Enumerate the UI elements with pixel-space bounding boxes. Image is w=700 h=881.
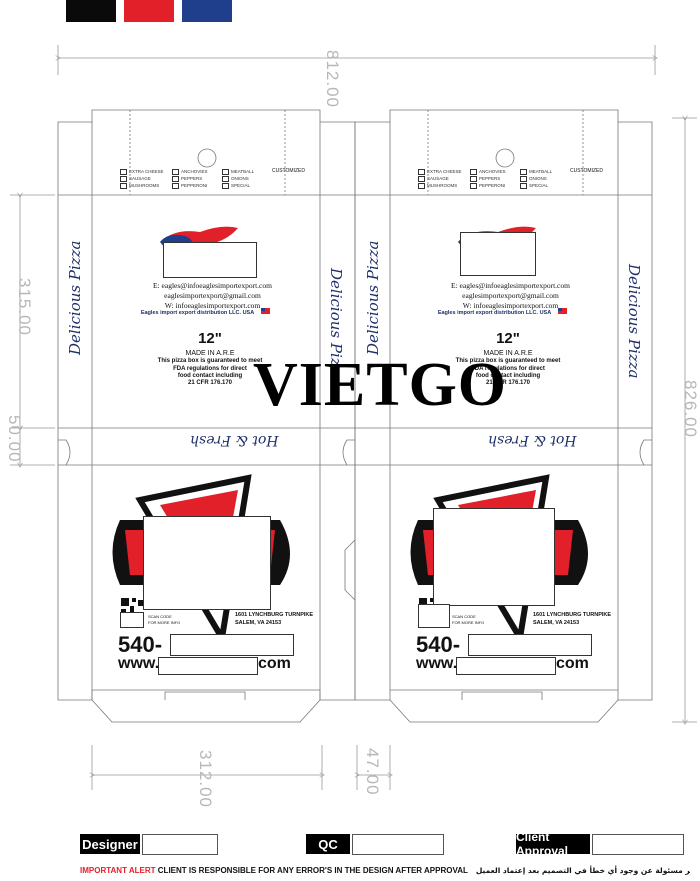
logo-redaction-right: [460, 232, 536, 276]
watermark-text: VIETGO: [252, 351, 508, 419]
company-left: Eagles import export distribution LLC. U…: [140, 310, 255, 316]
client-approval-label: Client Approval: [516, 830, 590, 858]
brand-script-center-right: Delicious Pizza: [364, 240, 382, 356]
tagline-script-right: Hot & Fresh: [488, 432, 577, 448]
www-prefix-right: www.: [416, 655, 458, 672]
phone-redaction-left: [170, 634, 294, 656]
address2-left: SALEM, VA 24153: [235, 620, 282, 626]
qc-label: QC: [306, 834, 350, 854]
dimension-bottom-small: 47.00: [363, 748, 382, 796]
customized-label-right: CUSTOMIZED: [570, 168, 603, 174]
tagline-script-left: Hot & Fresh: [190, 432, 279, 448]
made-in-left: MADE IN A.R.E: [185, 350, 235, 357]
www-redaction-left: [158, 657, 258, 675]
address1-left: 1601 LYNCHBURG TURNPIKE: [235, 612, 314, 618]
fda-line2-left: FDA regulations for direct: [173, 366, 247, 372]
important-alert-bar: IMPORTANT ALERT CLIENT IS RESPONSIBLE FO…: [80, 863, 690, 877]
www-prefix-left: www.: [118, 655, 160, 672]
for-more-info-left: FOR MORE INFO: [148, 620, 181, 625]
brand-script-right-panel: Delicious Pizza: [625, 264, 643, 379]
alert-arabic: تنبيه هام الشركة غير مسئولة عن وجود أي خ…: [475, 865, 690, 875]
phone-prefix-left: 540-: [118, 632, 163, 657]
email2-left: eaglesimportexport@gmail.com: [164, 291, 261, 300]
qr-redaction-left: [120, 612, 144, 628]
fda-line1-left: This pizza box is guaranteed to meet: [157, 358, 263, 364]
email2-right: eaglesimportexport@gmail.com: [462, 291, 559, 300]
website-left: W: infoeaglesimportexport.com: [164, 301, 261, 310]
scan-code-right: SCAN CODE: [452, 614, 476, 619]
fda-line3-left: food contact including: [177, 373, 243, 379]
phone-prefix-right: 540-: [416, 632, 461, 657]
fda-line4-right: 21 CFR 176.170: [485, 380, 531, 386]
www-suffix-right: com: [556, 655, 589, 672]
swatch-black: [66, 0, 116, 22]
size-label-left: 12": [198, 330, 222, 347]
email-right: E: eagles@infoeaglesimportexport.com: [451, 281, 570, 290]
dimension-left-upper: 315.00: [15, 278, 34, 336]
email-left: E: eagles@infoeaglesimportexport.com: [153, 281, 272, 290]
for-more-info-right: FOR MORE INFO: [452, 620, 485, 625]
size-label-right: 12": [496, 330, 520, 347]
designer-field[interactable]: [142, 834, 218, 855]
phone-redaction-right: [468, 634, 592, 656]
scan-code-left: SCAN CODE: [148, 614, 172, 619]
customized-label-left: CUSTOMIZED: [272, 168, 305, 174]
www-suffix-left: com: [258, 655, 291, 672]
swatch-blue: [182, 0, 232, 22]
dimension-left-lower: 50.00: [5, 415, 24, 463]
dimension-right-height: 826.00: [681, 380, 700, 438]
client-approval-field[interactable]: [592, 834, 684, 855]
alert-text: CLIENT IS RESPONSIBLE FOR ANY ERROR'S IN…: [157, 865, 468, 875]
fda-line3-right: food contact including: [475, 373, 541, 379]
fda-line4-left: 21 CFR 176.170: [187, 380, 233, 386]
fda-line1-right: This pizza box is guaranteed to meet: [455, 358, 561, 364]
slice-redaction-left: [143, 516, 271, 610]
dimension-bottom-width: 312.00: [196, 750, 215, 808]
qr-redaction-right: [418, 604, 450, 628]
fda-line2-right: FDA regulations for direct: [471, 366, 545, 372]
company-right: Eagles import export distribution LLC. U…: [437, 310, 552, 316]
slice-redaction-right: [433, 508, 555, 606]
qc-field[interactable]: [352, 834, 444, 855]
address2-right: SALEM, VA 24153: [533, 620, 580, 626]
www-redaction-right: [456, 657, 556, 675]
website-right: W: infoeaglesimportexport.com: [462, 301, 559, 310]
address1-right: 1601 LYNCHBURG TURNPIKE: [533, 612, 612, 618]
made-in-right: MADE IN A.R.E: [483, 350, 533, 357]
alert-english: IMPORTANT ALERT CLIENT IS RESPONSIBLE FO…: [80, 866, 468, 875]
swatch-red: [124, 0, 174, 22]
designer-label: Designer: [80, 834, 140, 854]
logo-redaction-left: [163, 242, 257, 278]
brand-script-left-panel: Delicious Pizza: [66, 240, 84, 356]
dimension-top-width: 812.00: [323, 50, 342, 108]
alert-prefix: IMPORTANT ALERT: [80, 865, 156, 875]
